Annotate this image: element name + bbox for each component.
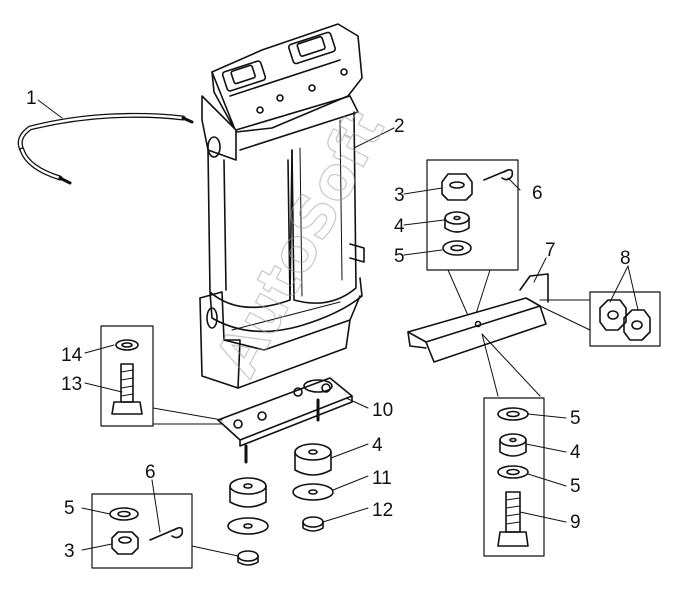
base-plate — [217, 377, 353, 464]
callout-14: 14 — [61, 345, 83, 366]
callout-4-right: 4 — [570, 442, 581, 463]
callout-6-upper: 6 — [532, 183, 543, 204]
leader-lines — [37, 99, 639, 551]
callout-7: 7 — [545, 240, 556, 261]
callout-5-lower-left: 5 — [64, 498, 75, 519]
callout-10: 10 — [372, 400, 393, 421]
hardware-box-upper-right — [426, 159, 519, 321]
callout-8: 8 — [620, 248, 631, 269]
callout-9: 9 — [570, 512, 581, 533]
nut-box — [539, 291, 661, 347]
callout-12: 12 — [372, 500, 393, 521]
callout-4-upper: 4 — [394, 216, 405, 237]
callout-5-right-bottom: 5 — [570, 476, 581, 497]
callout-11: 11 — [372, 468, 392, 489]
hardware-box-lower-right — [483, 397, 545, 557]
callout-6-lower: 6 — [145, 462, 156, 483]
callout-4-mid: 4 — [372, 435, 383, 456]
bolt-box-left — [100, 325, 223, 427]
callout-1: 1 — [26, 88, 37, 109]
callout-2: 2 — [394, 116, 405, 137]
hose-part — [17, 112, 194, 185]
callout-5-upper: 5 — [394, 246, 405, 267]
callout-5-right-top: 5 — [570, 408, 581, 429]
callout-13: 13 — [61, 374, 82, 395]
callout-labels: 1 2 3 6 4 5 7 8 14 13 10 4 11 12 6 5 3 5… — [26, 88, 631, 562]
hardware-box-bottom — [91, 493, 239, 569]
filter-housing — [199, 23, 365, 389]
callout-3-upper: 3 — [394, 185, 405, 206]
callout-3-lower: 3 — [64, 541, 75, 562]
isolator-stack — [227, 443, 334, 566]
mounting-bracket — [407, 273, 549, 397]
